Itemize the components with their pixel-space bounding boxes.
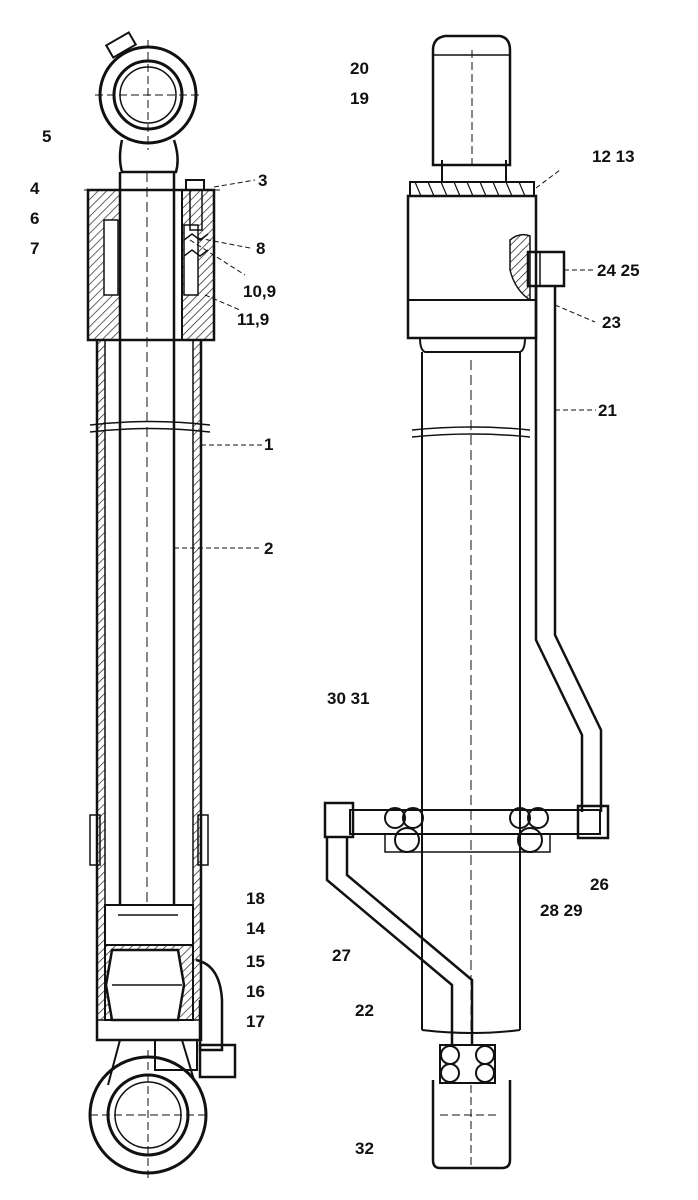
leader-lines	[174, 169, 596, 549]
rod-end-cap	[431, 34, 512, 182]
pipe-clamp-assembly	[323, 801, 601, 853]
label-3: 3	[258, 171, 268, 190]
label-4: 4	[30, 179, 40, 198]
label-2: 2	[264, 539, 274, 558]
label-21: 21	[598, 401, 617, 420]
label-1: 1	[264, 435, 274, 454]
label-28-29: 28 29	[540, 901, 583, 920]
pipe-21	[534, 286, 610, 840]
label-32: 32	[355, 1139, 374, 1158]
label-30-31: 30 31	[327, 689, 370, 708]
label-17: 17	[246, 1012, 265, 1031]
pipe-22	[325, 837, 474, 1045]
bottom-port-block	[431, 1044, 512, 1170]
label-19: 19	[350, 89, 369, 108]
label-11-9: 11,9	[237, 310, 270, 329]
label-7: 7	[30, 239, 40, 258]
label-6: 6	[30, 209, 40, 228]
label-23: 23	[602, 313, 621, 332]
cylinder-barrel	[89, 339, 211, 1021]
label-26: 26	[590, 875, 609, 894]
cylinder-head	[84, 179, 220, 342]
label-15: 15	[246, 952, 265, 971]
label-24-25: 24 25	[597, 261, 640, 280]
label-27: 27	[332, 946, 351, 965]
right-exterior-view	[323, 34, 610, 1170]
piston-rod	[118, 172, 176, 905]
label-8: 8	[256, 239, 266, 258]
bottom-rod-eye	[88, 1050, 210, 1180]
label-20: 20	[350, 59, 369, 78]
cylinder-body-exterior	[411, 352, 531, 1034]
cylinder-head-exterior	[406, 194, 566, 353]
label-18: 18	[246, 889, 265, 908]
top-rod-eye	[95, 31, 200, 174]
label-12-13: 12 13	[592, 147, 635, 166]
label-5: 5	[42, 127, 52, 146]
piston	[104, 904, 194, 1022]
label-16: 16	[246, 982, 265, 1001]
left-sectional-view	[84, 31, 237, 1180]
label-14: 14	[246, 919, 265, 938]
head-bolts	[409, 181, 535, 197]
label-10-9: 10,9	[243, 282, 277, 301]
cylinder-bottom	[95, 958, 237, 1086]
label-22: 22	[355, 1001, 374, 1020]
